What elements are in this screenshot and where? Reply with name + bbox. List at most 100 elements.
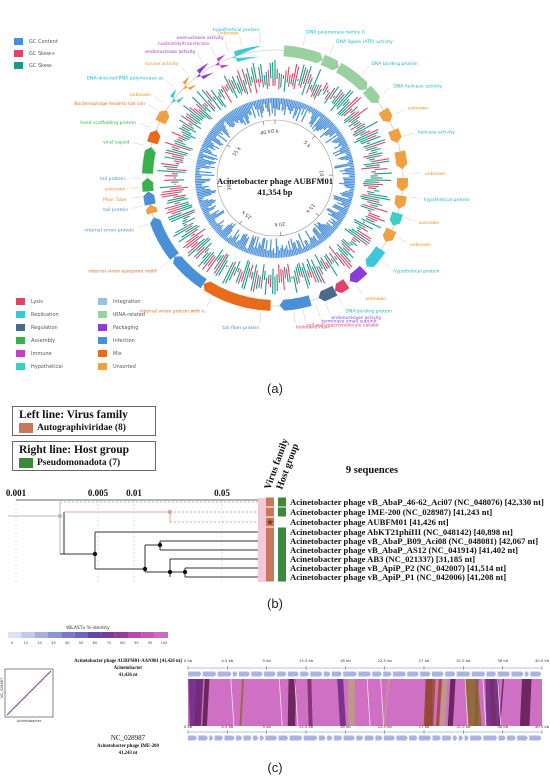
axis-tick-label: 22.5 kb [378,658,393,663]
gc-skew-bar [245,261,251,274]
gc-content-bar [246,235,255,254]
gc-skew-bar [306,270,309,273]
gc-skew-bar [316,266,319,269]
gc-skew-bar [374,189,380,192]
gc-content-bar [344,167,355,170]
gc-skew-bar [350,106,359,114]
gc-skew-bar [374,168,388,171]
gc-content-bar [292,101,299,119]
gc-skew-bar [181,221,186,225]
virus-family-cell [266,545,274,555]
category-label: tRNA-related [113,311,145,318]
gene-feature [497,671,511,677]
gene-label: internal virion protein with e [139,308,204,314]
gc-skew-bar [269,62,272,79]
gc-skew-bar [324,94,331,104]
gc-content-bar [338,140,347,146]
gc-content-bar [228,111,238,123]
gc-content-bar [214,125,222,132]
gc-content-bar [346,152,352,156]
gc-content-bar [208,211,225,223]
identity-scale-tick: 80 [120,641,125,645]
gc-skew-bar [180,115,193,124]
category-label: Packaging [113,324,139,331]
gc-skew-bar [214,98,217,101]
gc-skew-bar [200,237,209,246]
identity-scale-cell [48,632,62,638]
gc-skew-bar [239,84,244,92]
scale-tick [315,212,320,216]
gc-skew-bar [219,254,225,262]
gc-skew-bar [340,109,349,117]
gc-skew-bar [167,198,178,202]
gc-skew-bar [280,78,282,88]
gc-content-bar [216,122,230,135]
gc-skew-bar [341,251,352,263]
gc-skew-bar [228,79,233,88]
gc-skew-bar [320,257,326,265]
track-legend-item: GC Content [14,38,58,45]
gc-content-bar [223,115,234,128]
gc-skew-bar [322,82,328,91]
gc-skew-bar [243,82,249,95]
gc-skew-bar [212,99,222,111]
gene-feature [456,671,471,677]
gene-arrow [362,85,380,104]
gene-feature [289,735,303,741]
gc-skew-bar [185,133,196,140]
gc-skew-bar [178,152,187,156]
gc-content-bar [254,247,258,256]
gene-label: holin/anti-holin [296,325,330,331]
gc-content-bar [251,101,254,107]
host-group-cell [278,497,286,507]
gc-skew-bar [174,142,181,146]
gc-skew-bar [204,102,207,106]
gc-skew-bar [264,270,266,278]
gene-label: unknown [104,186,125,192]
gc-content-bar [195,187,205,191]
gc-content-bar [283,248,286,258]
identity-block [435,679,442,726]
gc-content-bar [311,113,324,130]
gc-skew-bar [184,134,191,139]
virus-family-legend: Left line: Virus family Autographivirida… [12,406,156,436]
gene-feature [188,735,198,741]
gc-content-bar [298,102,302,110]
gc-content-bar [333,195,352,202]
gene-arrow [388,128,402,143]
gene-label: DNA polymerase family A [306,29,366,35]
gc-content-bar [259,238,265,257]
gc-skew-bar [341,242,347,249]
gc-content-bar [315,114,326,128]
gene-feature [517,735,529,741]
gc-skew-bar [174,202,179,205]
gc-skew-bar [293,64,298,80]
gc-content-bar [198,154,215,161]
identity-gap [482,678,487,727]
gc-content-bar [208,133,221,143]
scale-ticks: 0 k5 k10 k15 k20 k25 k30 k35 k40 k [217,120,333,236]
gc-skew-bar [333,99,338,105]
gene-arrow [170,89,185,104]
gc-skew-bar [203,107,207,112]
gc-skew-bar [261,78,265,88]
gc-skew-bar [207,257,215,267]
gc-skew-track [157,60,392,296]
gc-content-bar [341,143,348,148]
identity-block [439,679,448,726]
gc-skew-bar [264,277,268,296]
gene-arrow [143,191,156,206]
scale-tick-label: 10 k [318,170,325,181]
gc-skew-bar [344,101,351,107]
gc-skew-bar [344,228,357,238]
track-legend-swatch [14,50,23,57]
gc-skew-bar [361,218,366,222]
gc-content-bar [266,250,268,258]
gc-skew-bar [220,253,228,263]
scale-tick-label: 0 k [271,129,279,135]
category-swatch [16,350,25,357]
gc-skew-bar [250,67,255,81]
gc-skew-bar [206,248,210,252]
gene-arrow [378,107,393,123]
tree-node [167,569,173,575]
